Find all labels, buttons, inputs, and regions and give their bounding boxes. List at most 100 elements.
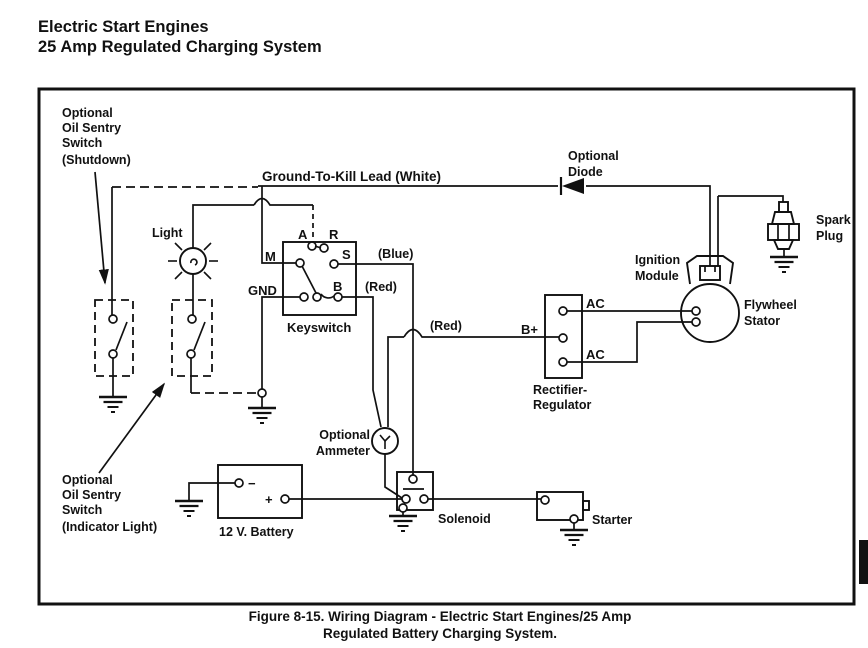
ground-symbol <box>558 528 590 547</box>
battery-minus-sign: − <box>248 476 256 491</box>
spark-plug-label-2: Plug <box>816 229 843 243</box>
light-bulb-icon <box>179 247 207 275</box>
ac-bottom-label: AC <box>586 347 605 362</box>
ammeter-out-wire <box>384 454 403 499</box>
terminal-dot <box>558 357 568 367</box>
indicator-label-1: Optional <box>62 473 113 487</box>
ac-top-label: AC <box>586 296 605 311</box>
flywheel-label-1: Flywheel <box>744 298 797 312</box>
light-rays <box>168 242 218 280</box>
shutdown-label-1: Optional <box>62 106 113 120</box>
red-wire-label-1: (Red) <box>365 280 397 294</box>
ignition-module-body <box>699 265 721 281</box>
terminal-b-label: B <box>333 279 342 294</box>
ground-symbol <box>97 395 129 414</box>
rectifier-box <box>544 294 583 379</box>
ground-to-kill-lead: Ground-To-Kill Lead (White) <box>112 169 711 266</box>
harness-wires: (Blue) (Red) (Red) <box>338 247 559 475</box>
ignition-label-1: Ignition <box>635 253 680 267</box>
flywheel-stator: Flywheel Stator <box>680 283 797 343</box>
b-red-wire <box>342 296 382 428</box>
indicator-light: Light <box>152 197 313 315</box>
battery-box <box>217 464 303 519</box>
starter-notch <box>582 500 590 511</box>
terminal-dot <box>691 317 701 327</box>
rectifier-label-1: Rectifier- <box>533 383 587 397</box>
plug-insulator <box>770 211 796 225</box>
light-label: Light <box>152 226 183 240</box>
plug-terminal <box>778 201 789 213</box>
ignition-module: Ignition Module <box>635 196 735 285</box>
solenoid: Solenoid <box>387 471 541 533</box>
gnd-wire <box>261 296 300 407</box>
ground-symbol <box>246 406 278 425</box>
terminal-dot <box>419 494 429 504</box>
terminal-dot <box>307 241 317 251</box>
ac-wire-bottom <box>567 321 692 363</box>
terminal-dot <box>398 503 408 513</box>
terminal-dot <box>408 474 418 484</box>
ignition-label-2: Module <box>635 269 679 283</box>
light-top-wire <box>192 204 254 248</box>
terminal-s-label: S <box>342 247 351 262</box>
solenoid-box <box>396 471 434 511</box>
bplus-wire-left <box>387 336 404 427</box>
title-line-2: 25 Amp Regulated Charging System <box>38 38 322 56</box>
ammeter-label-2: Ammeter <box>316 444 370 458</box>
keyswitch-wiper <box>301 265 317 294</box>
caption-line-1: Figure 8-15. Wiring Diagram - Electric S… <box>249 609 632 624</box>
diode-label-2: Diode <box>568 165 603 179</box>
kill-lead-solid-right <box>586 185 711 266</box>
indicator-label-3: Switch <box>62 503 102 517</box>
switch-blade <box>115 321 128 351</box>
optional-ammeter: Optional Ammeter <box>316 427 403 499</box>
light-filament <box>190 258 198 266</box>
terminal-dot <box>691 306 701 316</box>
caption-line-2: Regulated Battery Charging System. <box>323 626 557 641</box>
indicator-switch-box <box>171 299 213 377</box>
figure-caption: Figure 8-15. Wiring Diagram - Electric S… <box>249 609 632 641</box>
bplus-label: B+ <box>521 322 538 337</box>
spark-plug-lead <box>718 195 784 202</box>
ground-symbol <box>173 499 205 518</box>
blue-wire-label: (Blue) <box>378 247 413 261</box>
s-blue-wire <box>338 263 414 475</box>
terminal-m-label: M <box>265 249 276 264</box>
ammeter-needle <box>379 434 391 449</box>
terminal-dot <box>299 292 309 302</box>
terminal-dot <box>401 494 411 504</box>
shutdown-label-2: Oil Sentry <box>62 121 121 135</box>
keyswitch-box <box>282 241 357 316</box>
solenoid-label: Solenoid <box>438 512 491 526</box>
light-wire-hop <box>253 197 313 206</box>
optional-diode: Optional Diode <box>559 149 619 195</box>
terminal-r-label: R <box>329 227 339 242</box>
rectifier-label-2: Regulator <box>533 398 591 412</box>
m-wire <box>261 186 296 264</box>
terminal-a-label: A <box>298 227 308 242</box>
terminal-dot <box>257 388 267 398</box>
title-line-1: Electric Start Engines <box>38 18 209 36</box>
terminal-dot <box>312 292 322 302</box>
battery-label: 12 V. Battery <box>219 525 294 539</box>
keyswitch: A R M S GND B Keyswitch <box>246 186 357 425</box>
ground-symbol <box>387 514 419 533</box>
a-r-link <box>314 245 322 249</box>
flywheel-label-2: Stator <box>744 314 780 328</box>
switch-blade <box>193 321 206 351</box>
terminal-dot <box>108 349 118 359</box>
diode-triangle <box>562 178 584 194</box>
red-wire-label-2: (Red) <box>430 319 462 333</box>
shutdown-switch-box <box>94 299 134 377</box>
diode-label-1: Optional <box>568 149 619 163</box>
battery-neg-wire <box>188 482 235 500</box>
spark-plug: Spark Plug <box>718 195 851 274</box>
shutdown-label-3: Switch <box>62 136 102 150</box>
shutdown-label-4: (Shutdown) <box>62 153 131 167</box>
ammeter-label-1: Optional <box>319 428 370 442</box>
oil-sentry-shutdown-switch: Optional Oil Sentry Switch (Shutdown) <box>62 106 134 414</box>
terminal-dot <box>333 292 343 302</box>
spark-plug-label-1: Spark <box>816 213 851 227</box>
